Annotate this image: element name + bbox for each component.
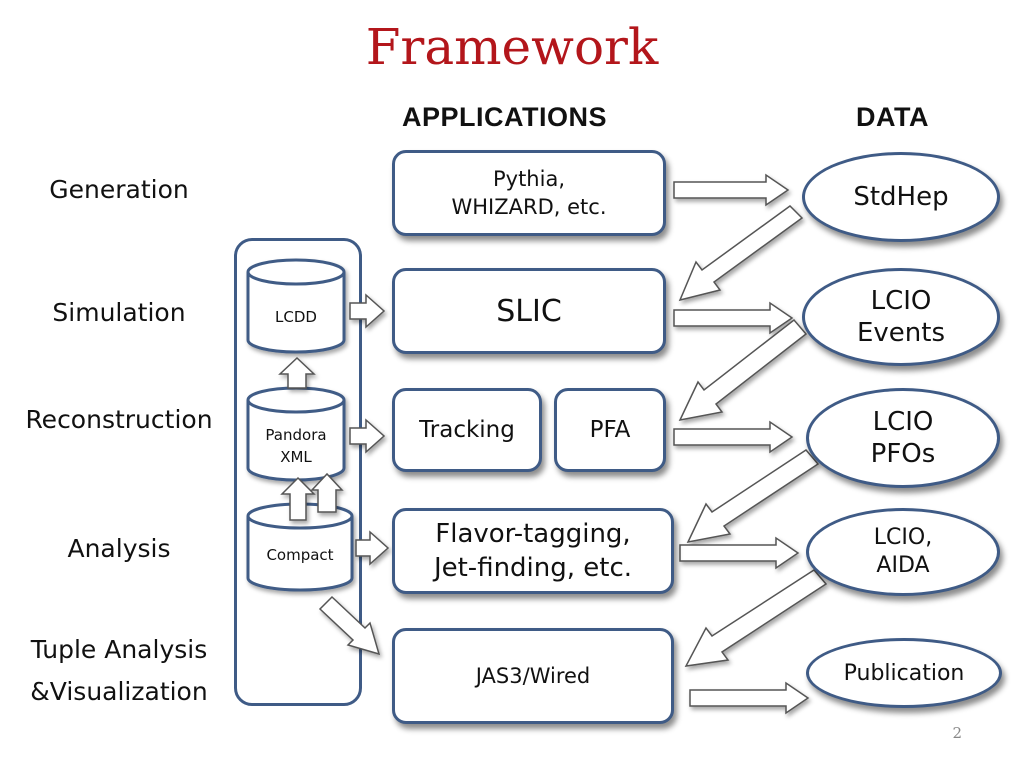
jas3-wired-app-label: JAS3/Wired	[475, 664, 591, 688]
arrow-analysis-to-lcio-aida-icon	[679, 536, 800, 570]
stdhep-label: StdHep	[853, 182, 949, 212]
arrow-generation-to-stdhep-icon	[673, 173, 790, 207]
lcdd-label: LCDD	[275, 308, 317, 326]
arrow-stdhep-to-slic-icon	[678, 205, 804, 302]
pandora-xml-line-1: Pandora	[265, 426, 327, 444]
generation-app-line-1: Pythia,	[492, 167, 565, 191]
slic-app-label: SLIC	[496, 293, 562, 329]
arrow-compact-to-pandora-right-icon	[310, 472, 344, 513]
stage-label-reconstruction: Reconstruction	[25, 405, 213, 434]
stdhep-data-oval[interactable]: StdHep	[802, 152, 1000, 242]
publication-label: Publication	[843, 660, 965, 686]
pandora-xml-label: Pandora XML	[248, 424, 344, 468]
lcio-aida-line-2: AIDA	[876, 553, 930, 578]
stage-label-visualization: &Visualization	[30, 677, 208, 706]
arrow-lcio-events-to-reconstruction-icon	[678, 318, 808, 422]
analysis-app-line-1: Flavor-tagging,	[435, 519, 631, 549]
detector-geometry-container	[234, 238, 362, 706]
arrow-lcio-pfos-to-analysis-icon	[686, 449, 820, 544]
arrow-lcdd-to-slic-icon	[349, 293, 386, 329]
stage-label-simulation: Simulation	[52, 298, 186, 327]
analysis-app-box[interactable]: Flavor-tagging, Jet-finding, etc.	[392, 508, 674, 594]
publication-data-oval[interactable]: Publication	[806, 638, 1002, 708]
arrow-compact-to-pandora-left-icon	[280, 476, 316, 521]
pandora-xml-cylinder-icon	[246, 386, 346, 482]
pandora-xml-line-2: XML	[280, 448, 312, 466]
lcdd-cylinder-icon	[246, 258, 346, 354]
data-header: DATA	[856, 102, 929, 132]
jas3-wired-app-box[interactable]: JAS3/Wired	[392, 628, 674, 724]
lcio-pfos-data-oval[interactable]: LCIO PFOs	[806, 388, 1000, 488]
stage-label-tuple-analysis: Tuple Analysis	[30, 635, 208, 664]
generation-app-box[interactable]: Pythia, WHIZARD, etc.	[392, 150, 666, 236]
tracking-app-box[interactable]: Tracking	[392, 388, 542, 472]
page-number: 2	[952, 724, 962, 742]
lcio-events-line-1: LCIO	[870, 286, 932, 316]
arrow-jas3-to-publication-icon	[689, 681, 810, 715]
pfa-app-box[interactable]: PFA	[554, 388, 666, 472]
arrow-slic-to-lcio-events-icon	[673, 301, 794, 335]
pfa-app-label: PFA	[589, 417, 631, 443]
lcio-events-line-2: Events	[856, 318, 946, 348]
applications-header: APPLICATIONS	[402, 102, 608, 132]
arrow-pandora-to-tracking-icon	[349, 418, 386, 454]
tracking-app-label: Tracking	[419, 417, 515, 443]
arrow-pandora-to-lcdd-icon	[278, 356, 316, 389]
analysis-app-line-2: Jet-finding, etc.	[433, 553, 633, 583]
lcio-aida-data-oval[interactable]: LCIO, AIDA	[806, 508, 1000, 596]
arrow-compact-to-jas3-icon	[318, 595, 381, 656]
slide-title: Framework	[365, 18, 659, 76]
stage-label-analysis: Analysis	[67, 534, 171, 563]
lcio-events-data-oval[interactable]: LCIO Events	[802, 268, 1000, 366]
lcio-aida-line-1: LCIO,	[873, 525, 933, 550]
lcio-pfos-line-2: PFOs	[870, 439, 936, 469]
stage-label-generation: Generation	[49, 175, 189, 204]
arrow-compact-to-analysis-icon	[355, 530, 390, 566]
arrow-pfa-to-lcio-pfos-icon	[673, 420, 794, 454]
lcio-pfos-line-1: LCIO	[872, 407, 934, 437]
arrow-lcio-aida-to-jas3-icon	[684, 569, 828, 667]
compact-label: Compact	[266, 546, 334, 564]
generation-app-line-2: WHIZARD, etc.	[451, 195, 607, 219]
slic-app-box[interactable]: SLIC	[392, 268, 666, 354]
